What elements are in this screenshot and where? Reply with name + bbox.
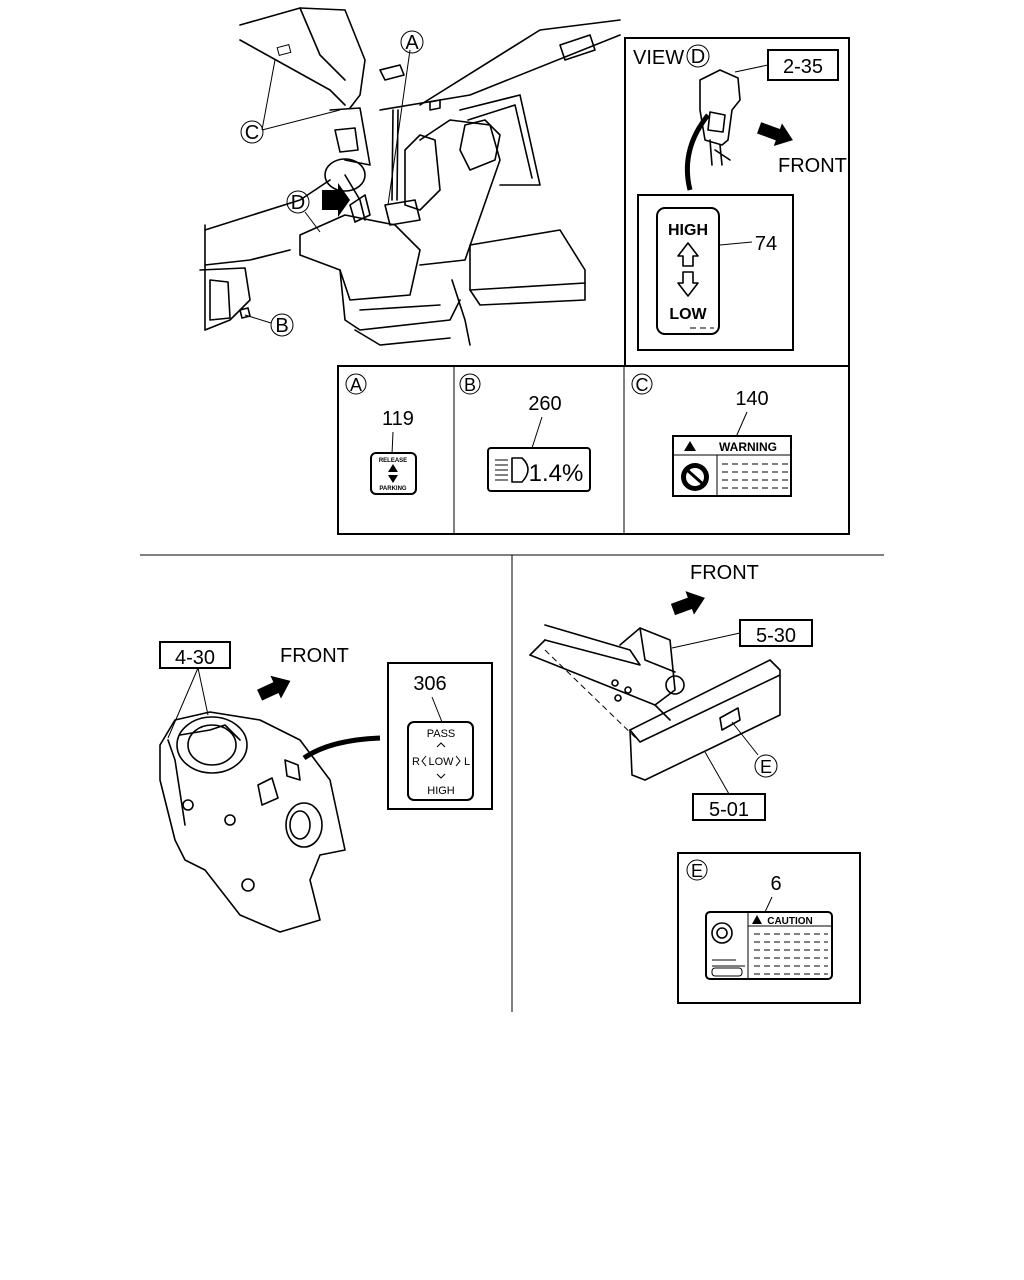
label-panels-row: A 119 RELEASE PARKING B 260 1.4% C [337, 365, 850, 535]
combination-switch-section: 4-30 FRONT 306 PASS R LOW L HIGH [159, 641, 493, 933]
view-title: VIEW [633, 47, 684, 69]
part-5-30: 5-30 [756, 625, 796, 647]
no-symbol-icon [681, 463, 709, 491]
svg-text:RELEASE: RELEASE [379, 458, 407, 464]
warning-triangle-icon [752, 915, 762, 924]
panel-c: C 140 WARNING [631, 373, 792, 497]
view-d-panel: VIEW D 2-35 FRONT HIGH LOW 74 [624, 37, 850, 367]
svg-text:A: A [405, 32, 419, 54]
svg-text:C: C [245, 122, 259, 144]
up-down-arrow-icon [677, 242, 699, 267]
svg-text:CAUTION: CAUTION [767, 916, 813, 927]
part-2-35: 2-35 [783, 56, 823, 78]
decal-low-text: LOW [669, 306, 707, 323]
svg-text:B: B [464, 375, 476, 395]
callout-c: C [240, 43, 341, 144]
svg-text:L: L [464, 756, 470, 768]
svg-text:R: R [412, 756, 420, 768]
callout-a: A [387, 30, 424, 206]
part-260: 260 [528, 393, 561, 415]
part-74: 74 [755, 233, 777, 255]
svg-text:LOW: LOW [428, 756, 454, 768]
svg-text:PASS: PASS [427, 728, 456, 740]
svg-text:D: D [691, 46, 705, 68]
svg-text:E: E [760, 757, 772, 777]
panel-b: B 260 1.4% [459, 373, 591, 492]
callout-b: B [244, 313, 294, 337]
decal-high-text: HIGH [668, 222, 708, 239]
headlight-icon [495, 457, 529, 483]
grade-value: 1.4% [529, 460, 584, 487]
part-119: 119 [382, 408, 414, 430]
cab-interior-illustration [199, 7, 621, 346]
svg-text:B: B [275, 315, 288, 337]
svg-text:FRONT: FRONT [690, 562, 759, 584]
part-6: 6 [770, 873, 781, 895]
panel-e: E 6 CAUTION [677, 852, 861, 1004]
part-4-30: 4-30 [175, 647, 215, 669]
arrow-front-icon [757, 122, 793, 146]
frame-section: FRONT 5-30 E 5-01 E 6 [529, 562, 861, 1004]
svg-text:WARNING: WARNING [719, 440, 777, 454]
callout-d: D [286, 190, 321, 233]
svg-text:A: A [350, 375, 362, 395]
svg-text:HIGH: HIGH [427, 785, 455, 797]
part-306: 306 [413, 673, 446, 695]
svg-text:FRONT: FRONT [778, 155, 847, 177]
svg-text:PARKING: PARKING [379, 486, 407, 492]
arrow-front-icon [257, 675, 291, 701]
part-5-01: 5-01 [709, 799, 749, 821]
part-140: 140 [735, 388, 768, 410]
svg-text:FRONT: FRONT [280, 645, 349, 667]
svg-text:D: D [291, 192, 305, 214]
svg-text:C: C [636, 375, 649, 395]
svg-text:E: E [691, 861, 703, 881]
arrow-front-icon [670, 591, 705, 616]
warning-triangle-icon [684, 441, 696, 451]
panel-a: A 119 RELEASE PARKING [345, 373, 417, 495]
